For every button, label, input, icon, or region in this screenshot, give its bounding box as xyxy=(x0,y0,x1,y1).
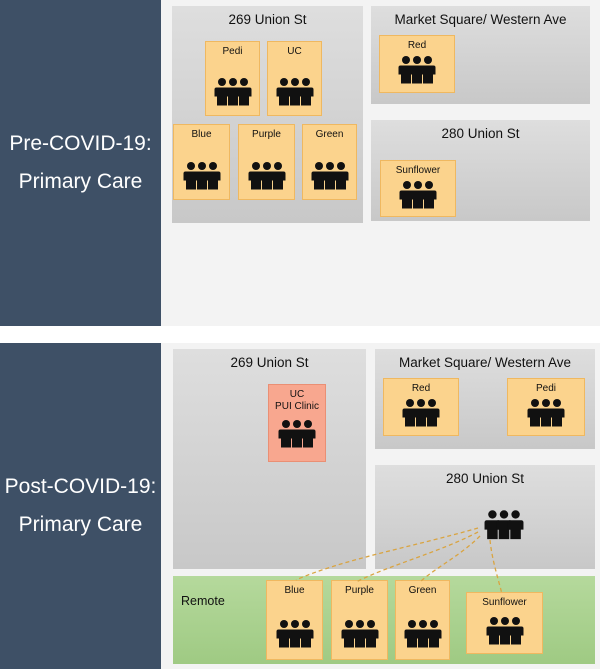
people-group-icon xyxy=(402,399,440,427)
team-label: Pedi xyxy=(222,46,243,57)
people-group-icon xyxy=(278,420,316,448)
team-label: Sunflower xyxy=(482,597,527,608)
post-team-uc-pui-clinic: UC PUI Clinic xyxy=(268,384,326,462)
post-team-sunflower: Sunflower xyxy=(466,592,543,654)
team-label-secondary: PUI Clinic xyxy=(275,401,319,412)
people-group-icon xyxy=(527,399,565,427)
site-title: 269 Union St xyxy=(228,12,307,27)
site-title: 280 Union St xyxy=(445,471,525,486)
post-team-green: Green xyxy=(395,580,450,660)
team-label: UC xyxy=(289,389,305,400)
post-covid-sidebar: Post-COVID-19: Primary Care xyxy=(0,343,161,669)
team-label: Sunflower xyxy=(395,165,441,176)
site-title: Market Square/ Western Ave xyxy=(398,355,572,370)
pre-team-purple: Purple xyxy=(238,124,295,200)
pre-team-pedi: Pedi xyxy=(205,41,260,116)
post-team-red: Red xyxy=(383,378,459,436)
team-label: Purple xyxy=(252,129,281,140)
people-group-icon xyxy=(214,78,251,106)
pre-covid-panel: Pre-COVID-19: Primary Care 269 Union St … xyxy=(0,0,600,326)
post-team-pedi: Pedi xyxy=(507,378,585,436)
people-group-icon xyxy=(399,181,437,209)
team-label: Green xyxy=(315,129,344,140)
people-group-icon xyxy=(311,162,348,190)
team-label: Red xyxy=(407,40,427,51)
people-group-icon xyxy=(398,56,436,84)
post-covid-subtitle: Primary Care xyxy=(18,513,143,536)
people-group-icon xyxy=(276,620,313,648)
pre-team-blue: Blue xyxy=(173,124,230,200)
team-label: Green xyxy=(408,585,437,596)
pre-team-uc: UC xyxy=(267,41,322,116)
pre-team-sunflower: Sunflower xyxy=(380,160,456,217)
people-group-icon xyxy=(486,617,523,645)
post-team-purple: Purple xyxy=(331,580,388,660)
post-covid-title: Post-COVID-19: xyxy=(4,475,157,498)
post-team-blue: Blue xyxy=(266,580,323,660)
people-group-icon xyxy=(404,620,441,648)
people-group-icon xyxy=(183,162,220,190)
people-group-icon xyxy=(276,78,313,106)
team-label: Purple xyxy=(345,585,374,596)
pre-team-red: Red xyxy=(379,35,455,93)
team-label: UC xyxy=(287,46,302,57)
site-title: 269 Union St xyxy=(230,355,309,370)
post-covid-panel: Post-COVID-19: Primary Care 269 Union St… xyxy=(0,343,600,669)
team-label: Red xyxy=(411,383,431,394)
pre-covid-sidebar: Pre-COVID-19: Primary Care xyxy=(0,0,161,326)
people-group-icon xyxy=(341,620,378,648)
people-group-icon xyxy=(484,510,524,540)
pre-covid-subtitle: Primary Care xyxy=(18,170,143,193)
team-label: Blue xyxy=(284,585,305,596)
remote-label: Remote xyxy=(181,594,225,608)
team-label: Blue xyxy=(191,129,212,140)
pre-team-green: Green xyxy=(302,124,357,200)
people-group-icon xyxy=(248,162,285,190)
team-label: Pedi xyxy=(535,383,556,394)
site-title: Market Square/ Western Ave xyxy=(394,12,567,27)
site-title: 280 Union St xyxy=(441,126,520,141)
pre-covid-title: Pre-COVID-19: xyxy=(9,132,152,155)
